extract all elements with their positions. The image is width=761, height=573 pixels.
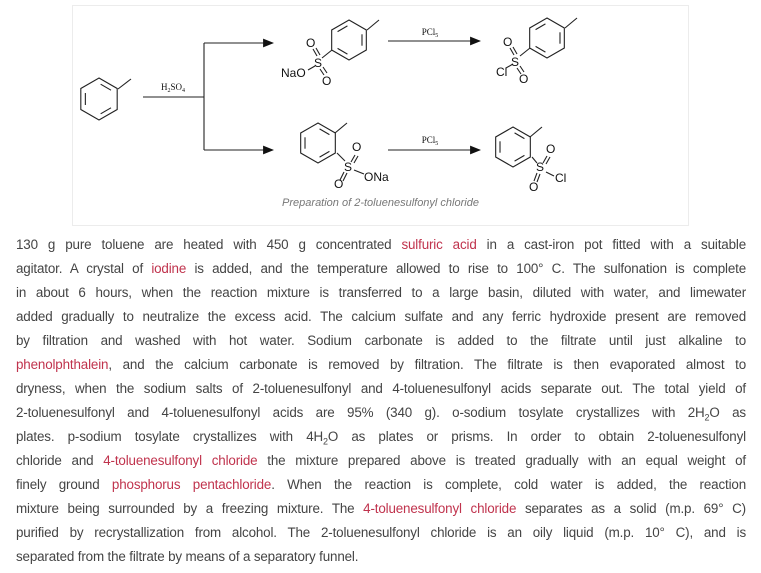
atom-label: O <box>352 140 361 154</box>
benzene-ring <box>80 77 118 121</box>
subscript: 2 <box>704 412 710 423</box>
atom-label: O <box>503 35 512 49</box>
text-segment: , and the calcium carbonate is removed b… <box>108 357 746 372</box>
reagent-h2so4: H2SO4 <box>161 82 185 94</box>
atom-label: Cl <box>555 171 566 185</box>
atom-label: O <box>306 36 315 50</box>
reagent-pcl5-bottom: PCl5 <box>422 135 439 147</box>
atom-label: NaO <box>281 66 306 80</box>
text-segment: in about 6 hours, when the reaction mixt… <box>16 285 746 300</box>
text-line: mixture being surrounded by a freezing m… <box>16 497 746 521</box>
text-segment: O as <box>709 405 746 420</box>
atom-label: O <box>322 74 331 88</box>
chemical-link[interactable]: 4-toluenesulfonyl chloride <box>363 501 517 516</box>
figure-caption: Preparation of 2-toluenesulfonyl chlorid… <box>282 197 479 209</box>
atom-label: ONa <box>364 170 389 184</box>
text-line: by filtration and washed with hot water.… <box>16 329 746 353</box>
benzene-ring <box>331 19 367 61</box>
text-line: dryness, when the sodium salts of 2-tolu… <box>16 377 746 401</box>
subscript: 2 <box>323 436 328 447</box>
benzene-ring <box>495 126 531 168</box>
text-line: finely ground phosphorus pentachloride. … <box>16 473 746 497</box>
chemical-link[interactable]: sulfuric acid <box>401 237 477 252</box>
atom-label: S <box>536 160 544 174</box>
text-line: separated from the filtrate by means of … <box>16 545 746 569</box>
text-line: agitator. A crystal of iodine is added, … <box>16 257 746 281</box>
atom-label: S <box>314 56 322 70</box>
double-bond <box>337 47 348 55</box>
atom-label: S <box>344 160 352 174</box>
text-line: in about 6 hours, when the reaction mixt… <box>16 281 746 305</box>
text-segment: 130 g pure toluene are heated with 450 g… <box>16 237 402 252</box>
benzene-ring <box>300 122 336 164</box>
text-segment: in a cast-iron pot fitted with a suitabl… <box>476 237 746 252</box>
text-segment: separated from the filtrate by means of … <box>16 549 359 564</box>
benzene-ring <box>529 17 565 59</box>
text-line: chloride and 4-toluenesulfonyl chloride … <box>16 449 746 473</box>
text-segment: . When the reaction is complete, cold wa… <box>271 477 746 492</box>
text-segment: is added, and the temperature allowed to… <box>186 261 746 276</box>
text-segment: agitator. A crystal of <box>16 261 152 276</box>
text-segment: added gradually to neutralize the excess… <box>16 309 746 324</box>
text-segment: O as plates or prisms. In order to obtai… <box>327 429 746 444</box>
text-segment: dryness, when the sodium salts of 2-tolu… <box>16 381 746 396</box>
double-bond <box>514 132 525 140</box>
atom-label: Cl <box>496 65 507 79</box>
reaction-scheme-diagram: H2SO4 PCl5 PCl5 NaO S O O Cl S O O S O O… <box>80 17 578 194</box>
chemical-link[interactable]: phenolphthalein <box>16 357 109 372</box>
double-bond <box>100 83 112 91</box>
text-line: phenolphthalein, and the calcium carbona… <box>16 353 746 377</box>
text-segment: mixture being surrounded by a freezing m… <box>16 501 364 516</box>
text-segment: the mixture prepared above is treated gr… <box>257 453 746 468</box>
atom-label: O <box>546 142 555 156</box>
text-segment: finely ground <box>16 477 112 492</box>
atom-label: O <box>529 180 538 194</box>
text-segment: chloride and <box>16 453 104 468</box>
reaction-figure <box>72 5 689 226</box>
text-line: plates. p-sodium tosylate crystallizes w… <box>16 425 746 449</box>
procedure-paragraph: 130 g pure toluene are heated with 450 g… <box>16 233 746 569</box>
chemical-link[interactable]: phosphorus pentachloride <box>111 477 272 492</box>
double-bond <box>514 154 525 162</box>
text-line: 2-toluenesulfonyl and 4-toluenesulfonyl … <box>16 401 746 425</box>
text-segment: purified by recrystallization from alcoh… <box>16 525 746 540</box>
text-line: added gradually to neutralize the excess… <box>16 305 746 329</box>
reagent-pcl5-top: PCl5 <box>422 27 439 39</box>
chemical-link[interactable]: 4-toluenesulfonyl chloride <box>103 453 258 468</box>
double-bond <box>319 128 330 136</box>
text-segment: 2-toluenesulfonyl and 4-toluenesulfonyl … <box>16 405 705 420</box>
text-line: 130 g pure toluene are heated with 450 g… <box>16 233 746 257</box>
atom-label: O <box>519 72 528 86</box>
double-bond <box>319 150 330 158</box>
double-bond <box>535 23 546 31</box>
double-bond <box>337 25 348 33</box>
methyl-bond <box>117 78 132 90</box>
chemical-link[interactable]: iodine <box>151 261 187 276</box>
text-segment: plates. p-sodium tosylate crystallizes w… <box>16 429 324 444</box>
double-bond <box>100 107 112 115</box>
text-segment: separates as a solid (m.p. 69° C) <box>516 501 746 516</box>
text-line: purified by recrystallization from alcoh… <box>16 521 746 545</box>
atom-label: O <box>334 177 343 191</box>
atom-label: S <box>511 55 519 69</box>
double-bond <box>535 45 546 53</box>
text-segment: by filtration and washed with hot water.… <box>16 333 746 348</box>
